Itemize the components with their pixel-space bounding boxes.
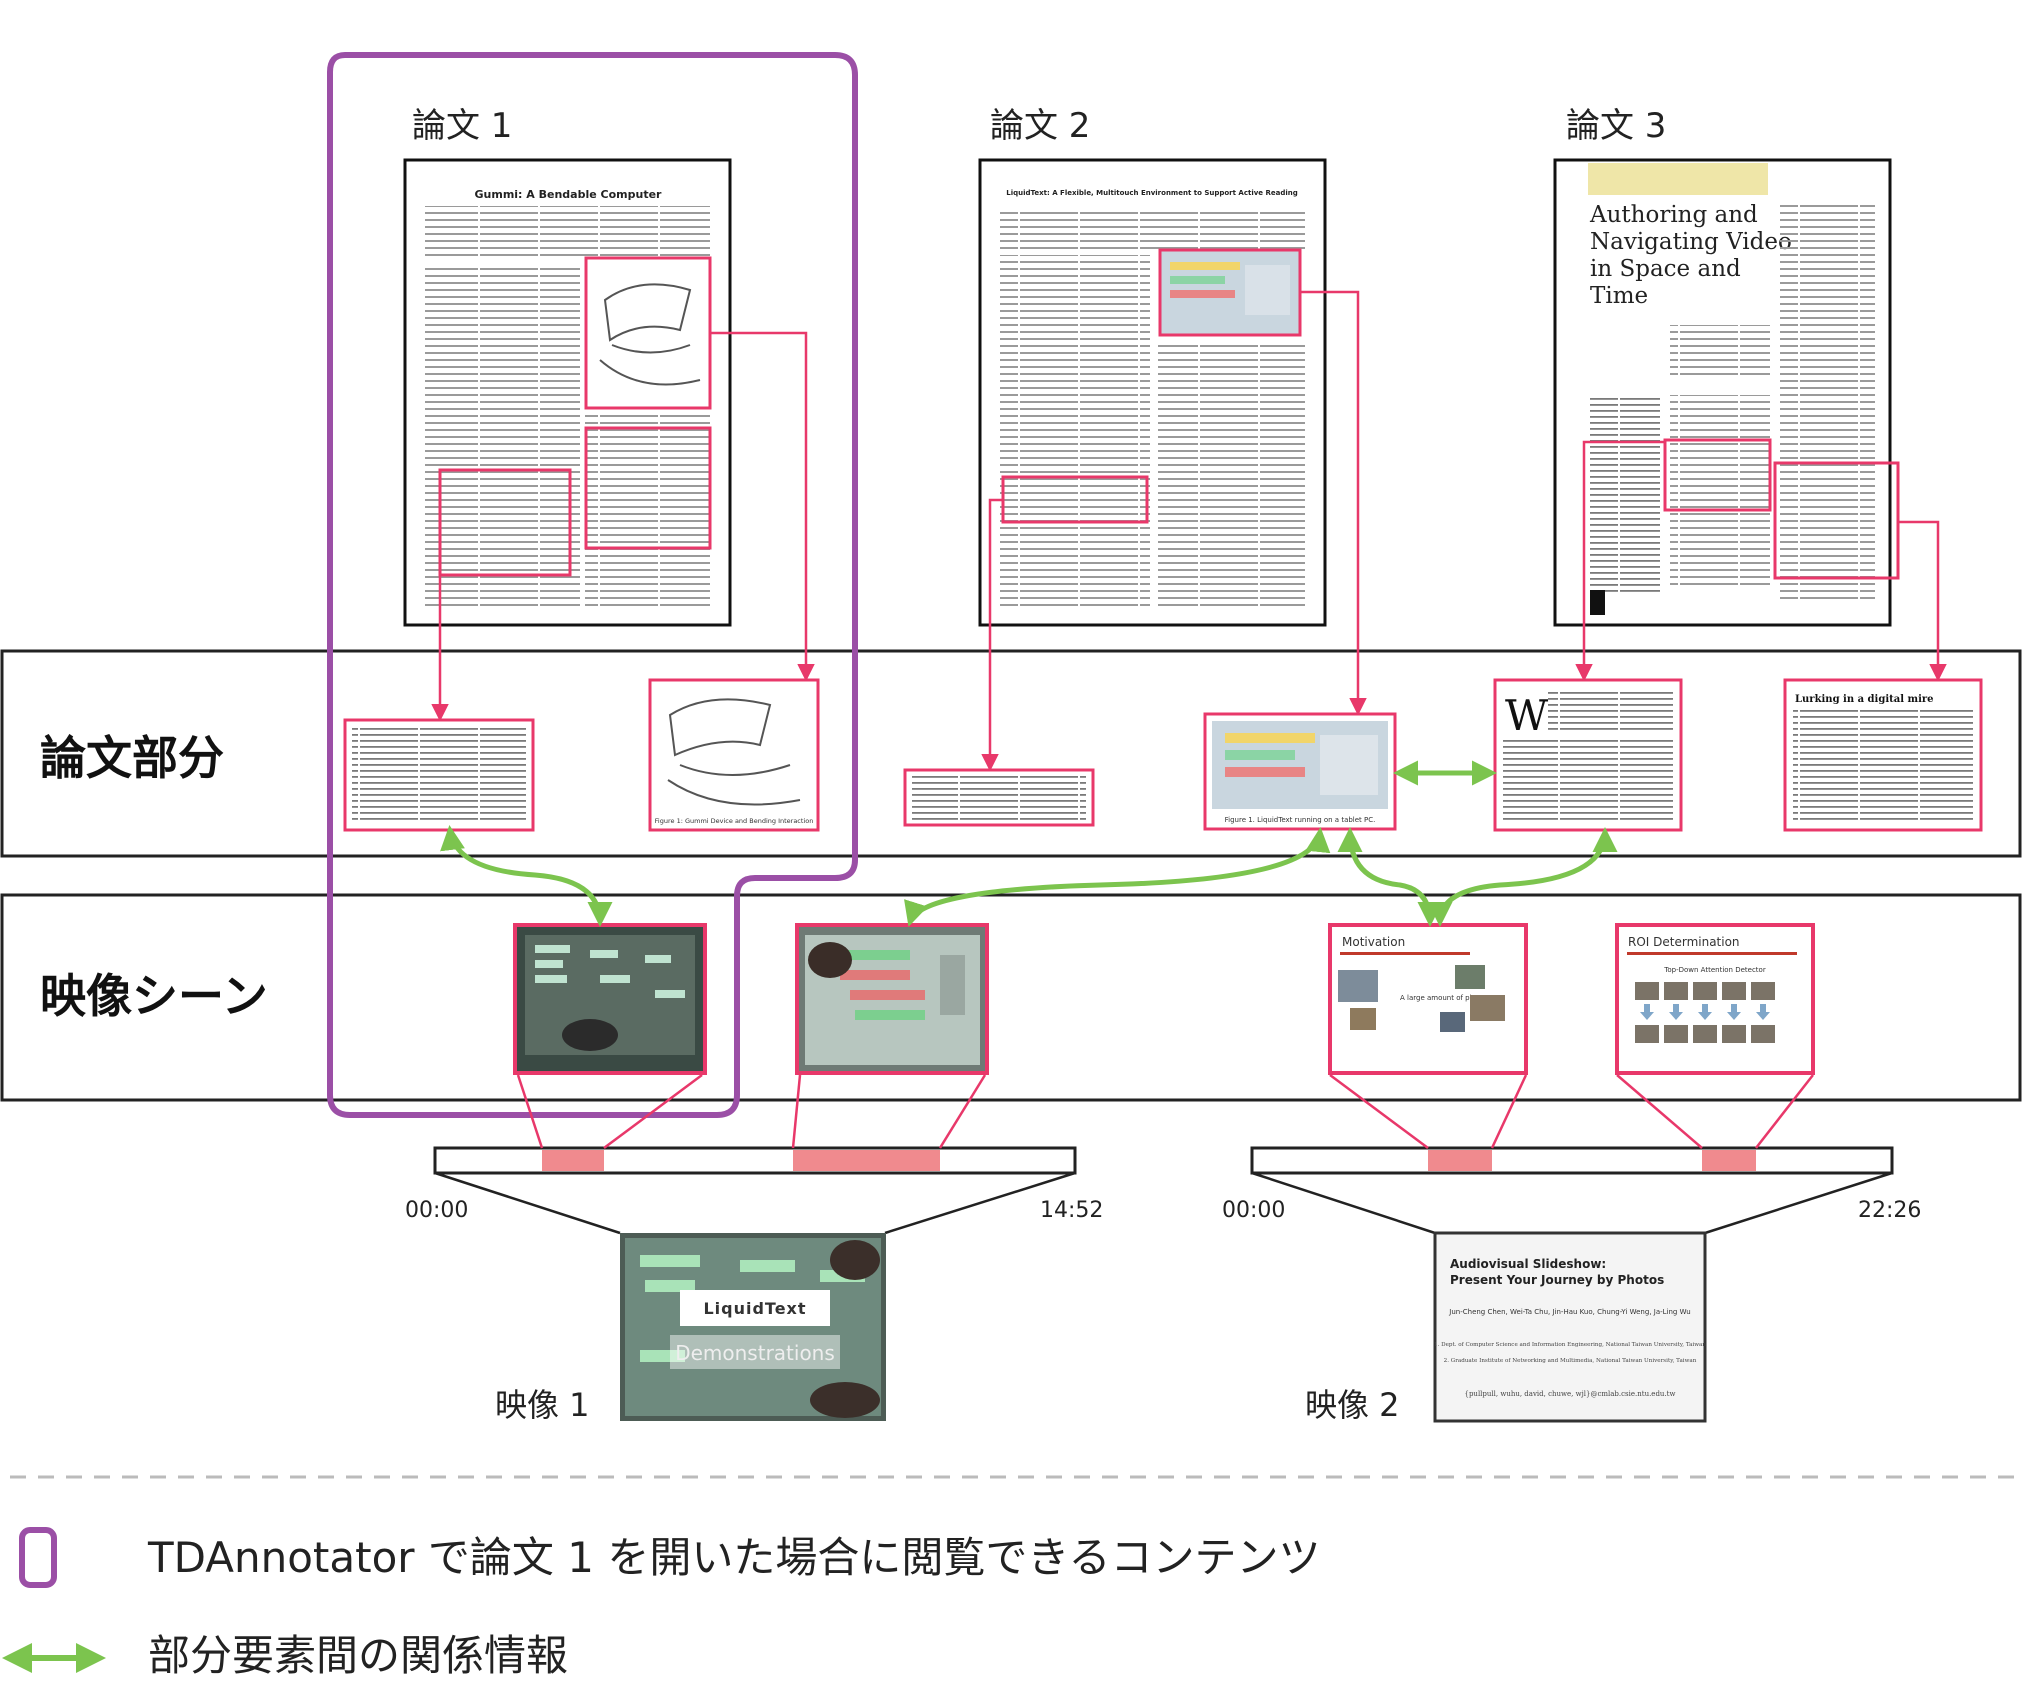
video-2-start-time: 00:00: [1222, 1198, 1285, 1223]
paper-3-title-line2: Navigating Video: [1590, 229, 1792, 255]
video-2-timeline: [1250, 1146, 1894, 1235]
part-2-figure-caption: Figure 1. LiquidText running on a tablet…: [1225, 816, 1376, 824]
video-2-thumb-email: {pullpull, wuhu, david, chuwe, wjl}@cmla…: [1465, 1390, 1676, 1398]
video-1-segment-links: [516, 1073, 987, 1150]
video-1-title-card: [680, 1290, 830, 1326]
paper-2-page: LiquidText: A Flexible, Multitouch Envir…: [978, 158, 1327, 627]
video-1-end-time: 14:52: [1040, 1198, 1103, 1223]
video-1-thumb[interactable]: LiquidText Demonstrations: [620, 1233, 886, 1421]
paper-3-title-line4: Time: [1590, 283, 1648, 309]
part-1-text-box[interactable]: [343, 718, 535, 832]
video-1-thumb-title: LiquidText: [703, 1299, 806, 1318]
paper-3-label: 論文 3: [1566, 106, 1666, 146]
video-1-segment-2[interactable]: [793, 1150, 940, 1171]
legend-scope-swatch: [19, 1527, 57, 1588]
part-1-figure-caption: Figure 1: Gummi Device and Bending Inter…: [655, 817, 814, 825]
scene-3-title: Motivation: [1342, 935, 1405, 949]
paper-2-figure-thumb: [1170, 262, 1290, 315]
scene-3-note: A large amount of photos: [1400, 994, 1489, 1002]
paper-to-part-links: [431, 290, 1947, 772]
paper-3-page: Authoring and Navigating Video in Space …: [1553, 158, 1892, 627]
video-2-thumb[interactable]: Audiovisual Slideshow: Present Your Jour…: [1433, 1231, 1707, 1423]
video-2-end-time: 22:26: [1858, 1198, 1921, 1223]
paper-3-text-highlight-left[interactable]: [1663, 438, 1772, 512]
paper-3-title-line3: in Space and: [1590, 256, 1741, 282]
scene-4-subtitle: Top-Down Attention Detector: [1663, 966, 1766, 974]
scene-4-title: ROI Determination: [1628, 935, 1740, 949]
video-1-timeline: [433, 1146, 1077, 1235]
video-1-label: 映像 1: [495, 1386, 590, 1424]
paper-1-figure-sketch: [599, 283, 701, 386]
video-1-thumb-subtitle: Demonstrations: [675, 1341, 835, 1365]
paper-1-text-highlight-right[interactable]: [584, 426, 712, 550]
paper-3-text-highlight-right[interactable]: [1773, 461, 1900, 580]
paper-3-title: Authoring and: [1589, 202, 1758, 228]
video-2-thumb-authors: Jun-Cheng Chen, Wei-Ta Chu, Jin-Hau Kuo,…: [1448, 1308, 1690, 1316]
scene-1-thumb[interactable]: [513, 923, 707, 1075]
part-2-text-box[interactable]: [903, 768, 1095, 827]
scenes-row-label: 映像シーン: [40, 969, 268, 1023]
legend-relation-text: 部分要素間の関係情報: [148, 1631, 568, 1680]
paper-2-label: 論文 2: [990, 106, 1090, 146]
video-2-thumb-aff2: 2. Graduate Institute of Networking and …: [1444, 1358, 1697, 1364]
video-2-thumb-aff1: 1. Dept. of Computer Science and Informa…: [1434, 1342, 1706, 1348]
parts-row-label: 論文部分: [40, 731, 224, 785]
video-2-segment-2[interactable]: [1702, 1150, 1756, 1171]
part-3-text-box[interactable]: W: [1493, 678, 1683, 832]
video-2-label: 映像 2: [1305, 1386, 1400, 1424]
paper-1-label: 論文 1: [412, 106, 512, 146]
scene-3-thumb[interactable]: Motivation A large amount of photos: [1328, 923, 1528, 1075]
video-1-segment-1[interactable]: [542, 1150, 604, 1171]
video-2-segment-links: [1329, 1073, 1814, 1150]
part-3-dropcap: W: [1505, 691, 1549, 740]
part-3-side-box[interactable]: Lurking in a digital mire: [1783, 678, 1983, 832]
video-2-thumb-title: Audiovisual Slideshow:: [1450, 1257, 1606, 1271]
paper-1-title: Gummi: A Bendable Computer: [475, 188, 663, 201]
scene-2-thumb[interactable]: [795, 923, 989, 1075]
relation-arrows: [440, 760, 1618, 927]
part-1-figure-box[interactable]: Figure 1: Gummi Device and Bending Inter…: [648, 678, 820, 832]
scene-4-thumb[interactable]: ROI Determination Top-Down Attention Det…: [1615, 923, 1815, 1075]
legend-scope-text: TDAnnotator で論文 1 を開いた場合に閲覧できるコンテンツ: [147, 1533, 1321, 1582]
part-2-figure-box[interactable]: Figure 1. LiquidText running on a tablet…: [1203, 712, 1397, 831]
part-3-side-title: Lurking in a digital mire: [1795, 694, 1934, 705]
paper-1-figure-highlight[interactable]: [584, 256, 712, 410]
video-2-thumb-title-line2: Present Your Journey by Photos: [1450, 1273, 1664, 1287]
video-1-start-time: 00:00: [405, 1198, 468, 1223]
video-1-subtitle-card: [670, 1335, 840, 1369]
paper-2-title: LiquidText: A Flexible, Multitouch Envir…: [1006, 189, 1298, 197]
video-2-segment-1[interactable]: [1428, 1150, 1492, 1171]
paper-1-scope-outline: [327, 52, 858, 1118]
